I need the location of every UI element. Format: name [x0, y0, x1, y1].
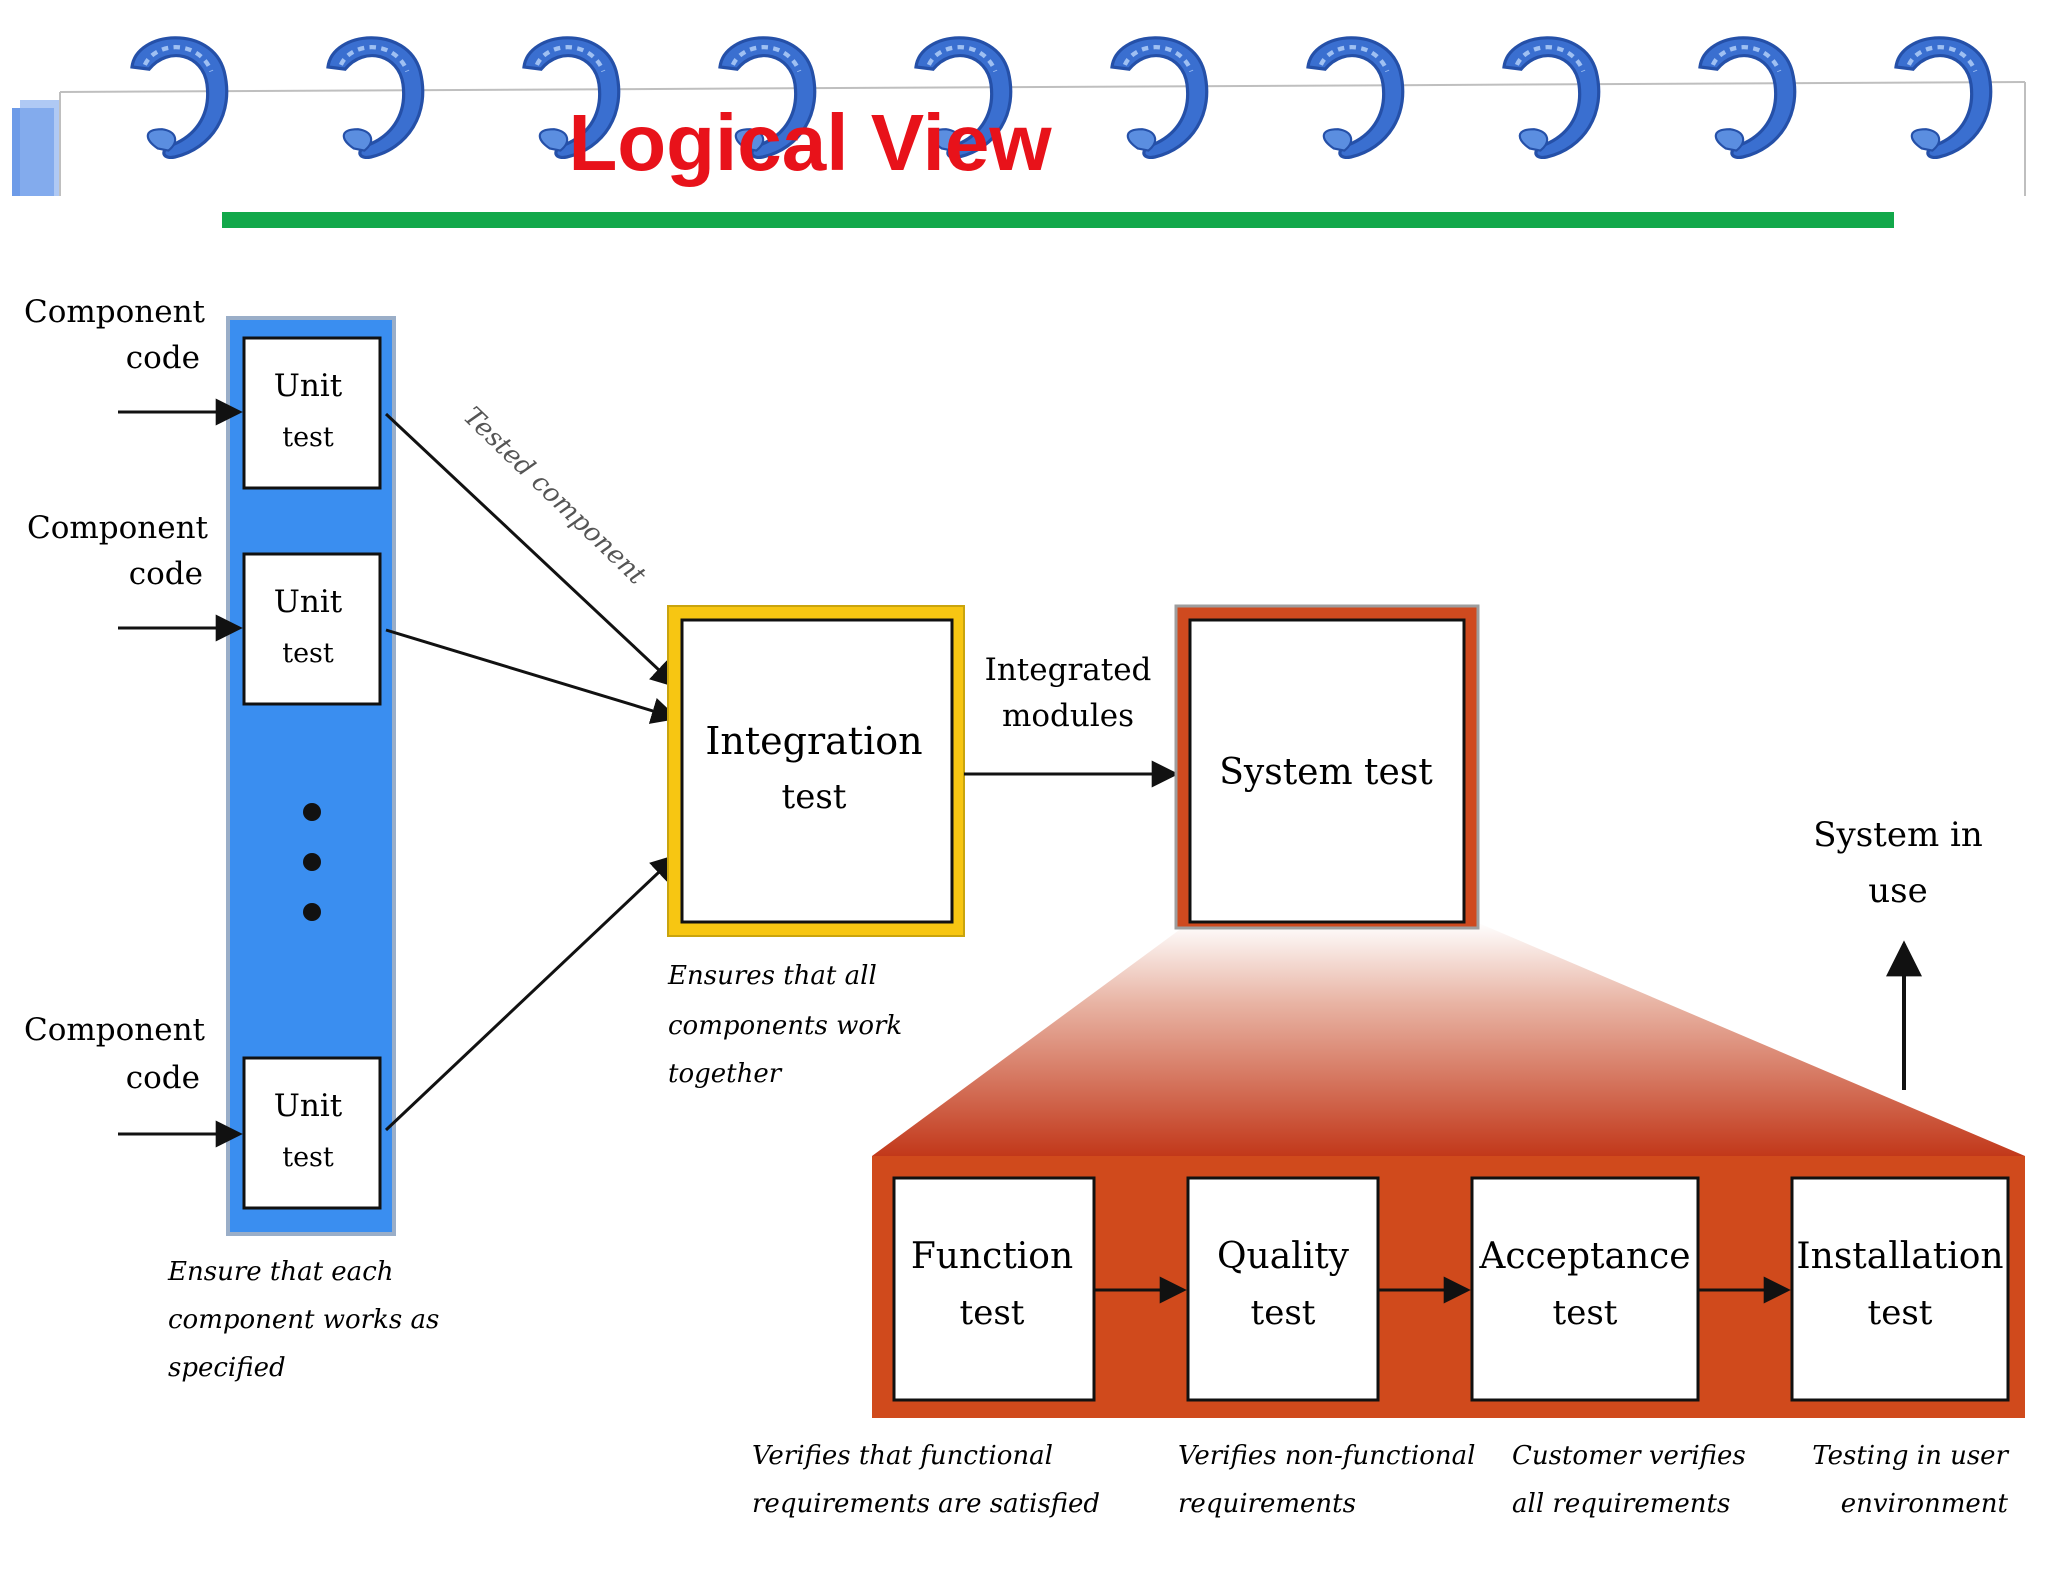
installation-caption-line1: Testing in user: [1812, 1441, 2009, 1471]
unit-test-2-line2: test: [282, 638, 334, 669]
input-1-line2: code: [126, 340, 200, 376]
spiral-ring-icon: [132, 38, 227, 158]
function-test-line2: test: [960, 1293, 1025, 1333]
function-test-box: [892, 1176, 1096, 1402]
unit-test-1-line2: test: [282, 422, 334, 453]
function-caption-line1: Verifies that functional: [752, 1441, 1053, 1471]
stage-captions: Verifies that functional requirements ar…: [752, 1441, 2010, 1519]
installation-caption-line2: environment: [1841, 1489, 2009, 1519]
header-line-top: [59, 81, 2026, 93]
input-2-line1: Component: [27, 510, 209, 546]
spiral-ring-icon: [1896, 38, 1991, 158]
tested-component-label: Tested component: [457, 401, 652, 591]
function-test-line1: Function: [911, 1236, 1073, 1277]
installation-test-box: [1790, 1176, 2010, 1402]
system-in-use-line2: use: [1868, 871, 1927, 911]
function-caption-line2: requirements are satisfied: [752, 1489, 1100, 1519]
spiral-ring-icon: [1700, 38, 1795, 158]
integration-box: [680, 618, 954, 924]
unit-test-2-line1: Unit: [274, 584, 343, 620]
spiral-ring-icon: [1112, 38, 1207, 158]
spiral-ring-icon: [328, 38, 423, 158]
installation-test-line1: Installation: [1796, 1236, 2003, 1277]
integration-line1: Integration: [705, 719, 922, 763]
unit-caption-line3: specified: [168, 1353, 286, 1383]
system-in-use-line1: System in: [1813, 815, 1983, 855]
acceptance-test-line1: Acceptance: [1478, 1236, 1690, 1277]
title-underline: [222, 212, 1894, 228]
system-test-label: System test: [1219, 752, 1433, 793]
unit-test-column: Unit test Unit test Unit test: [226, 316, 396, 1236]
spiral-binding: [132, 38, 1991, 158]
acceptance-test-line2: test: [1553, 1293, 1618, 1333]
ellipsis-dot-1: [303, 803, 321, 821]
stages-panel: Function test Quality test Acceptance te…: [872, 1156, 2025, 1418]
integration-test: Integration test Ensures that all compon…: [667, 605, 965, 1089]
header: Logical View: [12, 38, 2026, 228]
unit-test-box-2: [242, 552, 382, 706]
ellipsis-dot-2: [303, 853, 321, 871]
arrow-unit2-integration: [385, 628, 679, 724]
integration-caption-line1: Ensures that all: [667, 961, 877, 991]
unit-caption-line1: Ensure that each: [167, 1257, 394, 1287]
system-in-use: System in use: [1813, 815, 1983, 1090]
quality-caption-line2: requirements: [1178, 1489, 1356, 1519]
quality-test-line1: Quality: [1217, 1236, 1350, 1277]
acceptance-test-box: [1470, 1176, 1700, 1402]
header-block-shadow: [20, 100, 60, 196]
zoom-expansion-shape: [872, 922, 2025, 1156]
quality-test-line2: test: [1251, 1293, 1316, 1333]
ellipsis-dot-3: [303, 903, 321, 921]
page-title: Logical View: [568, 98, 1052, 187]
acceptance-caption-line1: Customer verifies: [1512, 1441, 1746, 1471]
unit-test-box-1: [242, 336, 382, 490]
integrated-modules: Integrated modules: [964, 652, 1179, 788]
quality-test-box: [1186, 1176, 1380, 1402]
integration-line2: test: [782, 777, 847, 817]
component-inputs: Component code Component code Component …: [24, 294, 243, 1148]
input-3-line1: Component: [24, 1012, 206, 1048]
installation-test-line2: test: [1868, 1293, 1933, 1333]
input-1-line1: Component: [24, 294, 206, 330]
spiral-ring-icon: [1308, 38, 1403, 158]
system-test: System test: [1174, 604, 1480, 930]
integrated-modules-line1: Integrated: [985, 652, 1152, 688]
input-3-line2: code: [126, 1060, 200, 1096]
arrow-unit3-integration: [384, 854, 678, 1132]
quality-caption-line1: Verifies non-functional: [1178, 1441, 1475, 1471]
integration-caption-line3: together: [668, 1059, 783, 1089]
spiral-ring-icon: [1504, 38, 1599, 158]
integrated-modules-line2: modules: [1002, 698, 1134, 734]
unit-to-integration-arrows: Tested component: [384, 401, 679, 1132]
unit-test-3-line2: test: [282, 1142, 334, 1173]
system-box: [1188, 618, 1466, 924]
unit-test-1-line1: Unit: [274, 368, 343, 404]
input-2-line2: code: [129, 556, 203, 592]
acceptance-caption-line2: all requirements: [1512, 1489, 1730, 1519]
unit-test-3-line1: Unit: [274, 1088, 343, 1124]
unit-caption: Ensure that each component works as spec…: [167, 1257, 439, 1383]
integration-caption-line2: components work: [668, 1011, 902, 1041]
unit-test-box-3: [242, 1056, 382, 1210]
arrow-unit1-integration: [384, 412, 678, 688]
unit-caption-line2: component works as: [168, 1305, 439, 1335]
